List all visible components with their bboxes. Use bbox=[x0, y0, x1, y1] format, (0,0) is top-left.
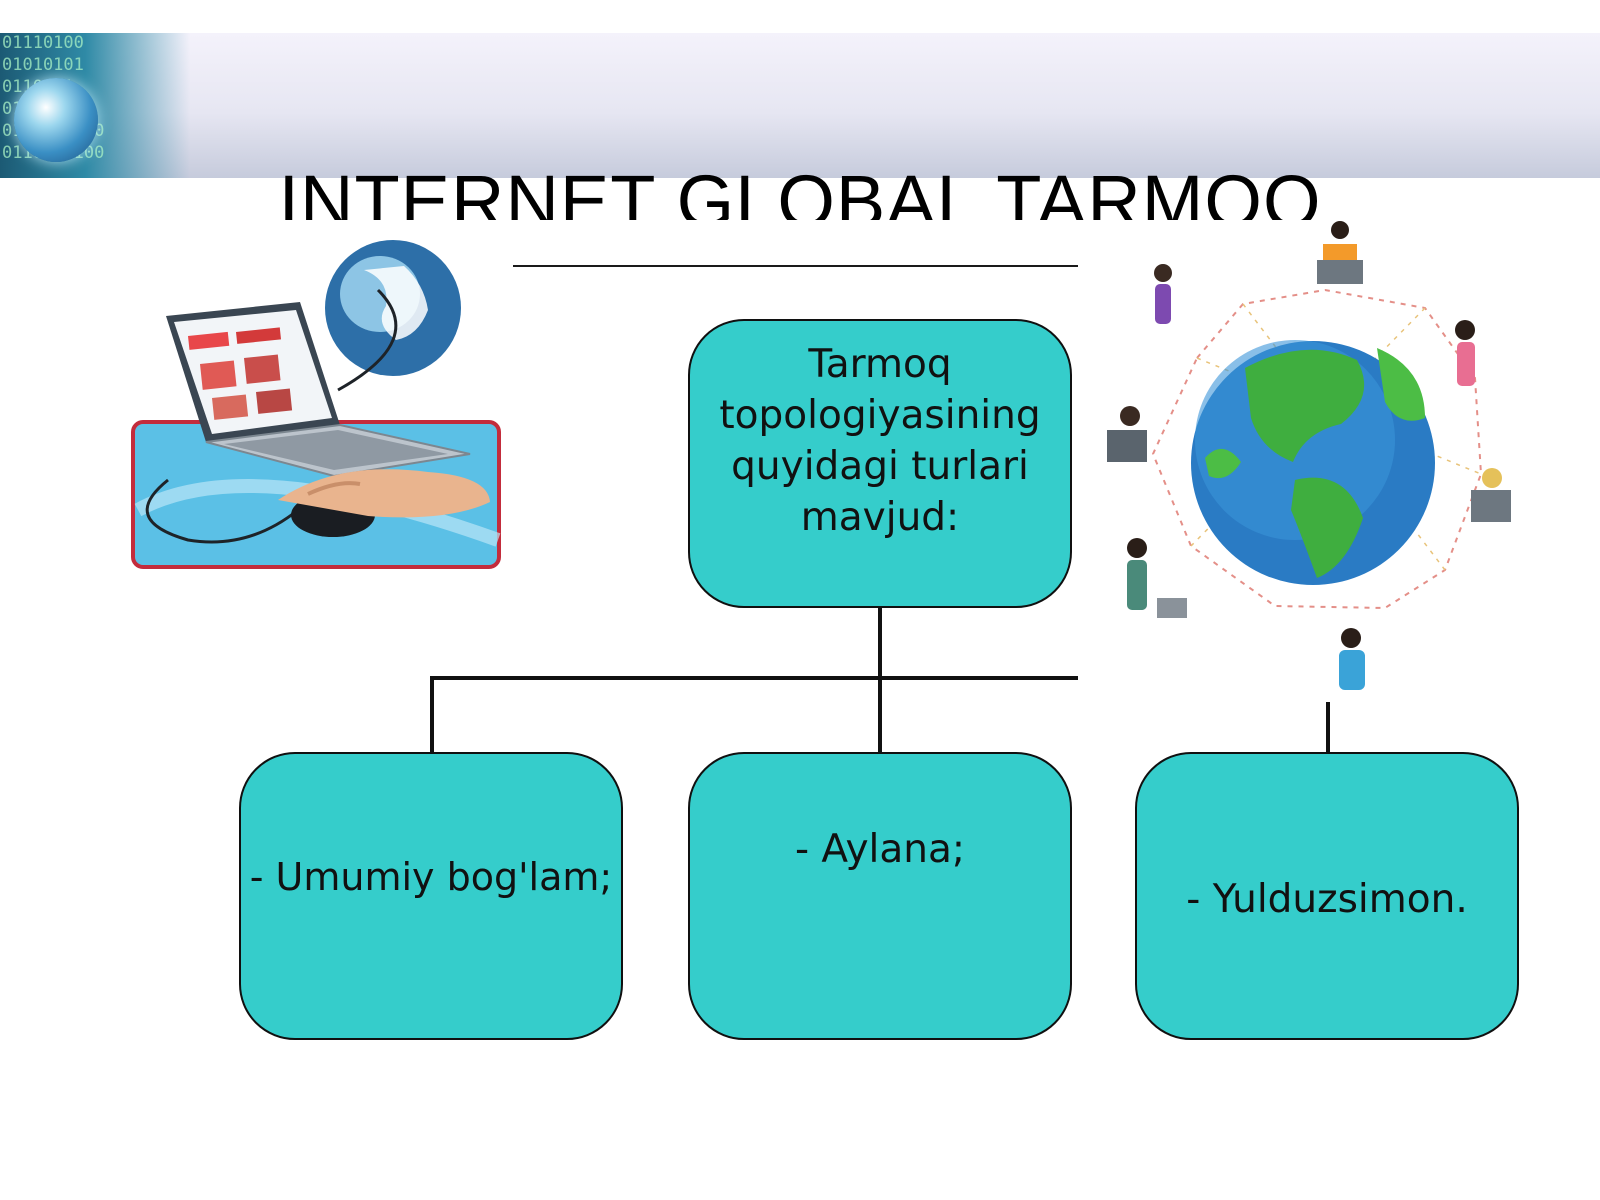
binary-text: 01010101 bbox=[2, 55, 84, 75]
star-topology-node: - Yulduzsimon. bbox=[1135, 752, 1519, 1040]
ring-topology-label: - Aylana; bbox=[794, 827, 966, 872]
title-underline bbox=[513, 265, 1078, 267]
star-topology-label: - Yulduzsimon. bbox=[1186, 877, 1468, 922]
network-globe-illustration bbox=[1107, 221, 1511, 690]
ring-topology-node: - Aylana; bbox=[688, 752, 1072, 1040]
globe-icon bbox=[14, 78, 98, 162]
header-logo-binary-globe: 01110100 01010101 0110101 01001010 01001… bbox=[0, 33, 190, 178]
root-topology-node: Tarmoq topologiyasining quyidagi turlari… bbox=[688, 319, 1072, 608]
laptop-illustration bbox=[131, 240, 501, 569]
binary-text: 01110100 bbox=[2, 33, 84, 53]
bus-topology-node: - Umumiy bog'lam; bbox=[239, 752, 623, 1040]
bus-topology-label: - Umumiy bog'lam; bbox=[249, 855, 613, 899]
header-band bbox=[0, 33, 1600, 178]
slide-title: INTERNET GLOBAL TARMOQ bbox=[278, 162, 1322, 220]
